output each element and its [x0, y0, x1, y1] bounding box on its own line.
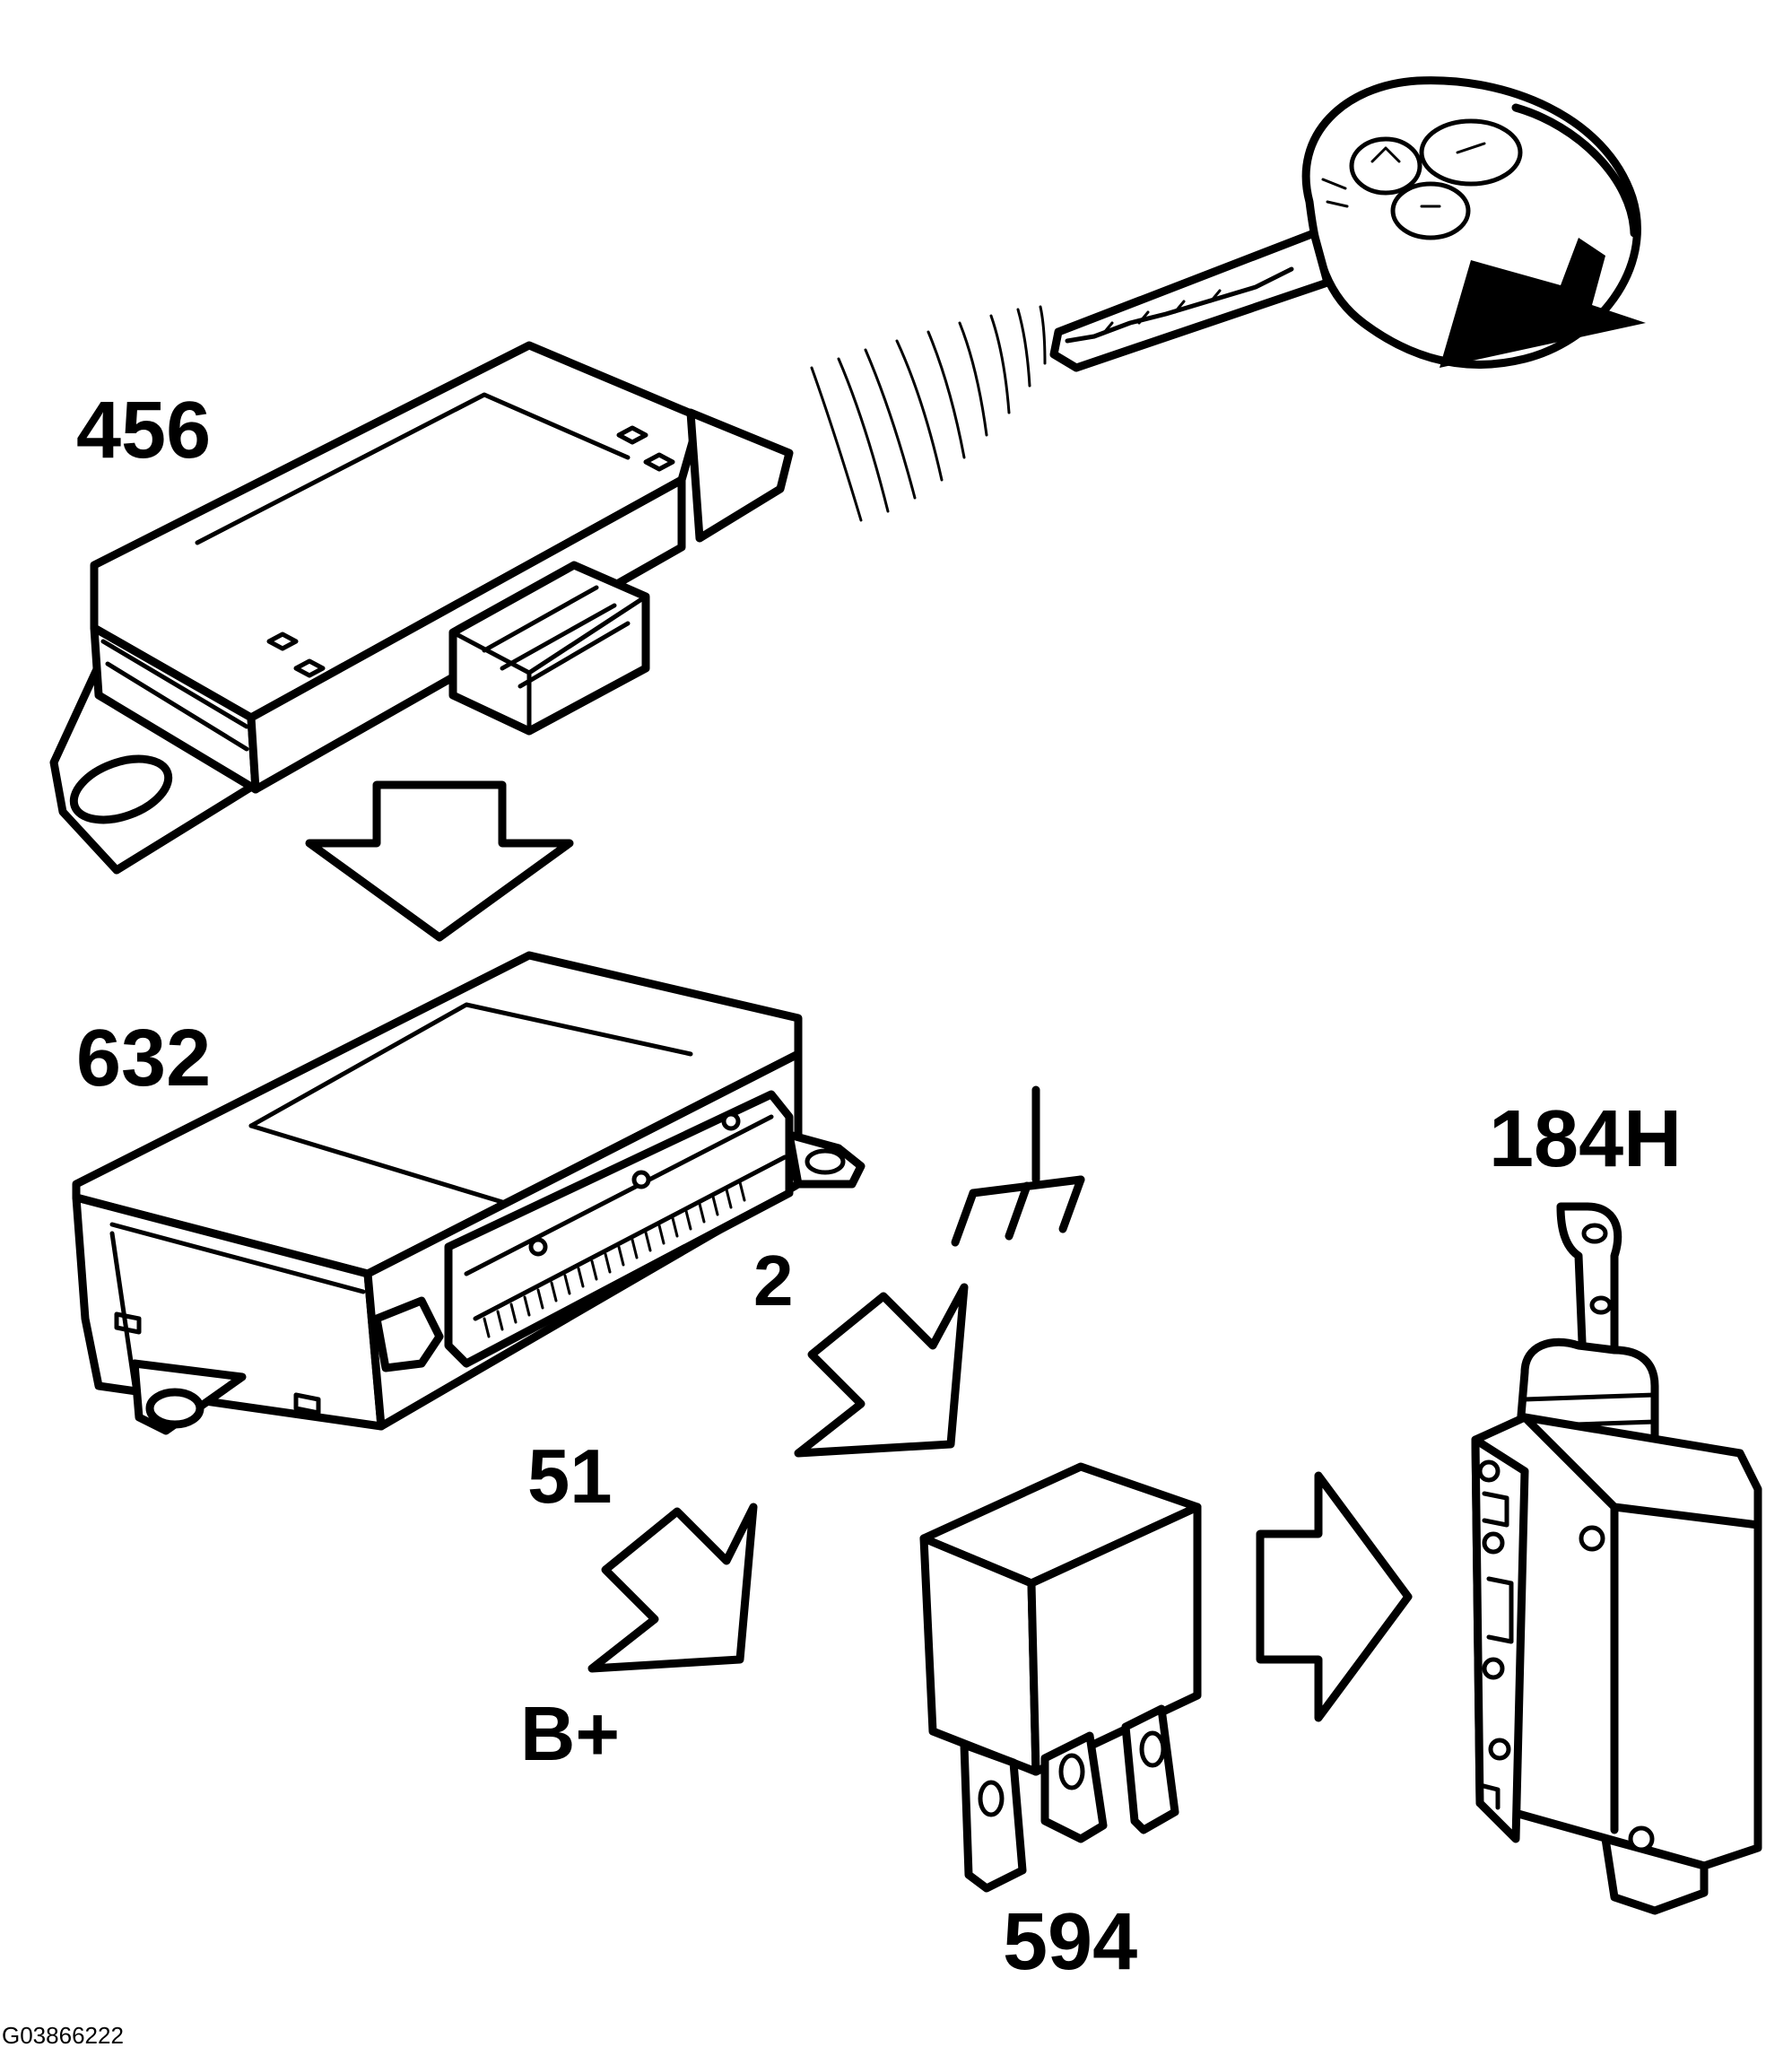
flow-arrow-down [305, 780, 574, 942]
remote-key-fob-icon [1049, 76, 1646, 372]
control-module-632 [72, 951, 866, 1435]
flow-arrow-ground [794, 1283, 969, 1458]
label-594: 594 [1003, 1897, 1137, 1987]
figure-id: G03866222 [2, 2022, 124, 2049]
relay-594 [919, 1462, 1202, 1893]
flow-arrow-supply [587, 1503, 758, 1673]
label-184H: 184H [1489, 1094, 1682, 1184]
label-pin-2: 2 [753, 1241, 794, 1320]
receiver-module-456 [49, 341, 794, 875]
flow-arrow-right [1256, 1471, 1413, 1722]
ground-symbol-icon [951, 1085, 1085, 1247]
lock-motor-184H [1471, 1202, 1762, 1915]
radio-waves-icon [810, 305, 1047, 522]
label-b-plus: B+ [520, 1692, 620, 1777]
label-pin-51: 51 [527, 1434, 613, 1520]
label-632: 632 [76, 1014, 211, 1103]
label-456: 456 [76, 386, 211, 475]
